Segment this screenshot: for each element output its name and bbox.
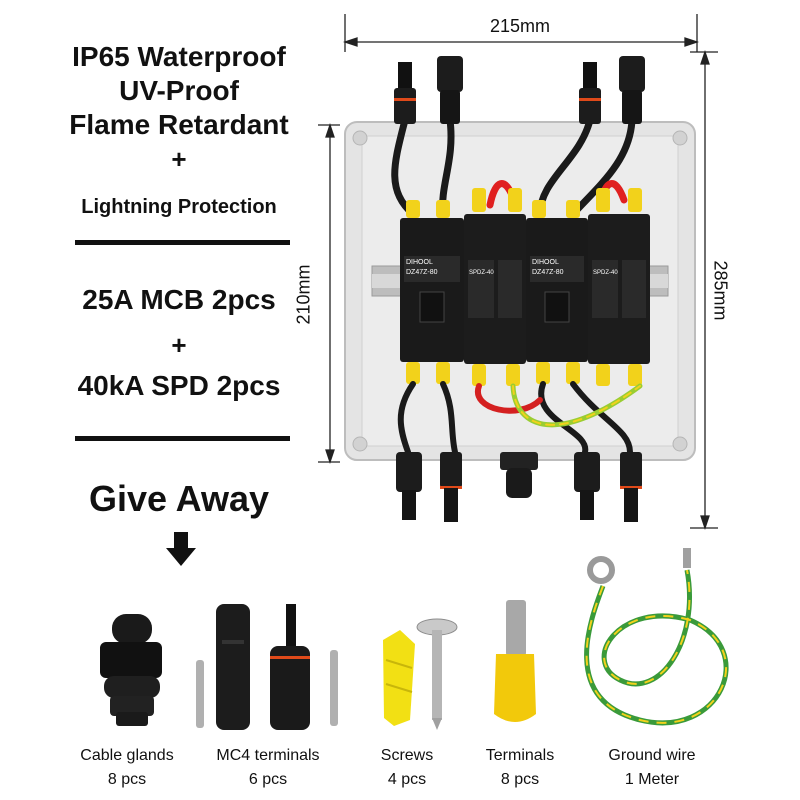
accessory-cable-glands: Cable glands 8 pcs bbox=[62, 744, 192, 792]
yellow-ferrules bbox=[406, 188, 642, 386]
divider-top bbox=[75, 240, 290, 245]
accessory-ground-wire: Ground wire 1 Meter bbox=[587, 744, 717, 792]
accessory-qty: 8 pcs bbox=[500, 771, 540, 788]
input-cables bbox=[391, 116, 636, 218]
accessory-name: Ground wire bbox=[608, 747, 696, 764]
accessory-qty: 6 pcs bbox=[248, 771, 288, 788]
breaker-mcb-1: DIHOOL DZ47Z-80 bbox=[400, 218, 464, 362]
spec-mcb: 25A MCB 2pcs bbox=[82, 284, 276, 315]
accessory-name: Cable glands bbox=[80, 747, 174, 764]
screw-anchor-icon bbox=[383, 618, 458, 730]
output-cables bbox=[397, 381, 643, 455]
mcb-brand-label: DIHOOL bbox=[532, 259, 559, 266]
plus-sign: + bbox=[171, 144, 187, 174]
ground-wire-icon bbox=[584, 548, 729, 726]
dimension-total-height-line bbox=[690, 49, 718, 531]
mc4-connectors-bottom bbox=[396, 452, 642, 522]
accessory-qty: 8 pcs bbox=[107, 771, 147, 788]
give-away-title: Give Away bbox=[88, 478, 270, 519]
accessory-mc4-terminals: MC4 terminals 6 pcs bbox=[203, 744, 333, 792]
mcb-model-label: DZ47Z-80 bbox=[532, 269, 564, 276]
mcb-brand-label: DIHOOL bbox=[406, 259, 433, 266]
accessory-name: MC4 terminals bbox=[216, 747, 320, 764]
spd-model-label: SPDZ-40 bbox=[593, 270, 618, 276]
accessory-screws: Screws 4 pcs bbox=[342, 744, 472, 792]
feature-list-top: IP65 Waterproof UV-Proof Flame Retardant… bbox=[40, 40, 318, 176]
cable-gland-bottom bbox=[500, 452, 538, 498]
divider-bottom bbox=[75, 436, 290, 441]
accessory-terminals: Terminals 8 pcs bbox=[455, 744, 585, 792]
spd-model-label: SPDZ-40 bbox=[469, 270, 494, 276]
terminal-connector-icon bbox=[494, 600, 536, 722]
breaker-mcb-2: DIHOOL DZ47Z-80 bbox=[526, 218, 588, 362]
mc4-terminal-icon bbox=[196, 604, 338, 730]
feature-flame-retardant: Flame Retardant bbox=[69, 109, 289, 140]
spec-spd: 40kA SPD 2pcs bbox=[77, 370, 281, 401]
surge-protector-spd-1: SPDZ-40 bbox=[464, 214, 526, 364]
accessory-qty: 1 Meter bbox=[624, 771, 680, 788]
down-arrow-icon bbox=[166, 532, 196, 566]
dimension-total-height-label: 285mm bbox=[710, 260, 731, 321]
mc4-connectors-top bbox=[394, 56, 645, 124]
dimension-width-line bbox=[342, 14, 700, 52]
mcb-model-label: DZ47Z-80 bbox=[406, 269, 438, 276]
feature-waterproof: IP65 Waterproof bbox=[72, 41, 286, 72]
cable-gland-icon bbox=[100, 614, 162, 726]
accessory-name: Terminals bbox=[485, 747, 555, 764]
dimension-width-label: 215mm bbox=[490, 16, 551, 36]
accessory-name: Screws bbox=[380, 747, 434, 764]
dimension-box-height-label: 210mm bbox=[293, 264, 314, 325]
plus-sign: + bbox=[171, 330, 187, 360]
accessory-qty: 4 pcs bbox=[387, 771, 427, 788]
feature-lightning-protection: Lightning Protection bbox=[81, 196, 277, 218]
surge-protector-spd-2: SPDZ-40 bbox=[588, 214, 650, 364]
feature-uv-proof: UV-Proof bbox=[119, 75, 239, 106]
dimension-box-height-line bbox=[318, 122, 340, 465]
